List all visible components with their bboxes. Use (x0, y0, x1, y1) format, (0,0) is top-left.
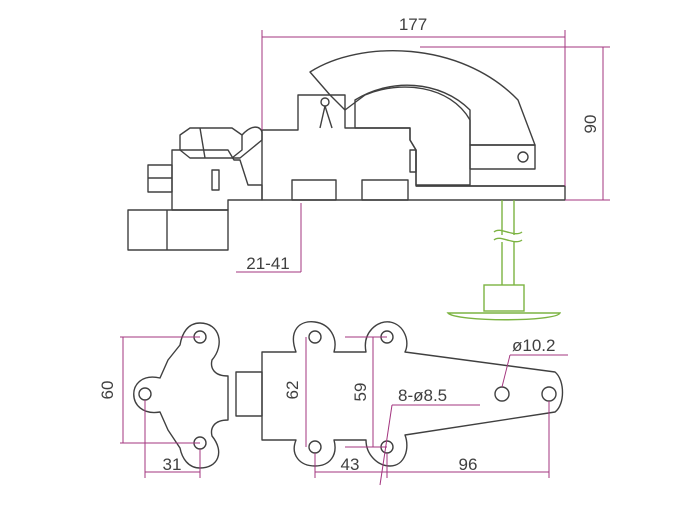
center-plate-hole-1 (308, 330, 322, 344)
dimension-59: 59 (345, 336, 387, 448)
side-tab (409, 149, 417, 173)
pivot-spring-b (324, 105, 333, 129)
base-slot-right (361, 179, 409, 201)
dim-label-90: 90 (581, 115, 600, 134)
dimension-31: 31 (144, 400, 201, 478)
pivot-pin (320, 97, 330, 107)
dim-label-60: 60 (98, 381, 117, 400)
rod-boss (483, 284, 525, 312)
dim-label-177: 177 (399, 15, 427, 34)
base-slot-left (291, 179, 337, 201)
latch-base-plate (261, 94, 566, 201)
rod-break-top (493, 229, 523, 235)
hook-tip-pin (517, 151, 529, 163)
lever-grip-line (199, 127, 206, 159)
center-hinge-block (235, 371, 263, 417)
pivot-spring-a (319, 105, 326, 129)
dimension-90: 90 (420, 46, 610, 201)
keeper-rod (446, 200, 562, 321)
dimension-21-41: 21-41 (236, 203, 302, 273)
hook-arm (309, 50, 536, 146)
callout-arm-hole: ø10.2 (501, 336, 568, 388)
callout-8-holes: 8-ø8.5 (379, 386, 480, 486)
hook-tip-block (469, 144, 536, 170)
foot-block (127, 209, 229, 251)
dim-label-hole-callout: 8-ø8.5 (398, 386, 447, 405)
dimension-177: 177 (261, 15, 566, 186)
dim-label-59: 59 (351, 383, 370, 402)
arm-hole-right (541, 386, 557, 402)
arm-hole-left (494, 386, 510, 402)
dimension-62: 62 (283, 337, 307, 447)
dim-label-62: 62 (283, 381, 302, 400)
left-plate-outline (133, 322, 229, 469)
rod-plate (446, 312, 562, 321)
bracket-slot (211, 169, 220, 191)
center-plate-outline (261, 321, 564, 467)
lever-link (232, 126, 263, 159)
lower-bracket (171, 149, 263, 211)
dimension-60: 60 (98, 336, 200, 444)
dim-label-96: 96 (459, 455, 478, 474)
dim-label-21-41: 21-41 (246, 254, 289, 273)
rod-break-bottom (493, 237, 523, 243)
dimension-96: 96 (387, 401, 550, 478)
left-plate-hole-mid (138, 387, 152, 401)
latch-side-view (127, 50, 566, 251)
lever-handle (179, 127, 243, 159)
center-plate-hole-3 (308, 440, 322, 454)
dimension-43: 43 (314, 453, 388, 478)
dim-label-43: 43 (341, 455, 360, 474)
dim-label-31: 31 (163, 455, 182, 474)
left-mount-plate (133, 322, 229, 469)
hook-inner-slot (354, 84, 471, 186)
dim-label-arm-hole: ø10.2 (512, 336, 555, 355)
